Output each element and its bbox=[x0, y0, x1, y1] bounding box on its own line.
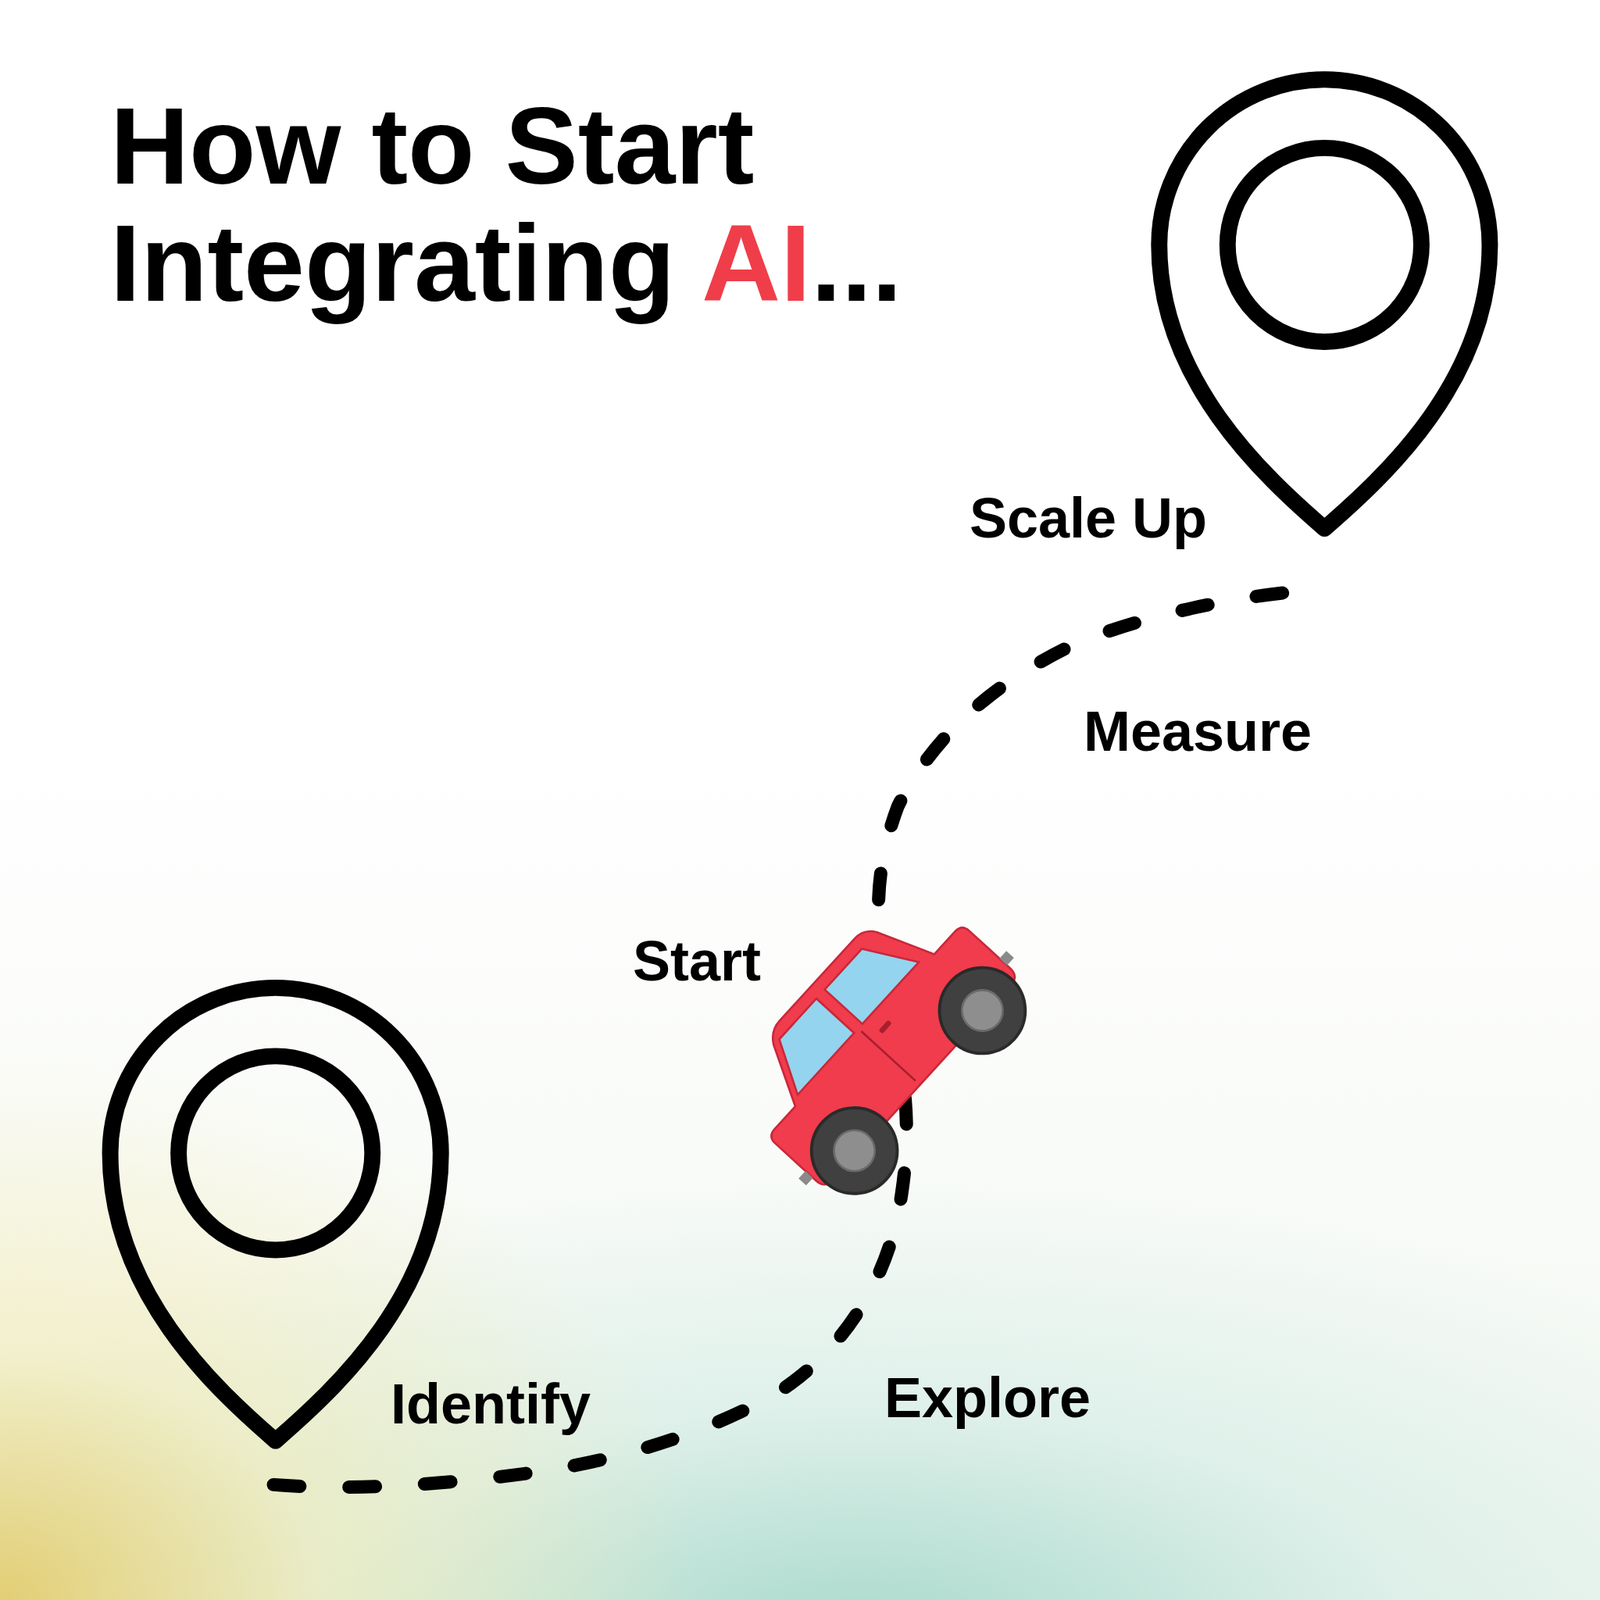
car-door bbox=[860, 1031, 915, 1081]
car-window bbox=[760, 998, 854, 1095]
car-wheel bbox=[793, 1089, 915, 1211]
step-label: Start bbox=[632, 929, 761, 993]
title: How to Start Integrating AI... bbox=[110, 87, 1009, 322]
car-handle bbox=[878, 1019, 893, 1034]
step-label: Explore bbox=[884, 1366, 1091, 1429]
car-bumper bbox=[999, 950, 1014, 965]
step-label: Identify bbox=[390, 1372, 591, 1436]
car-window bbox=[825, 928, 919, 1025]
start-pin-hole bbox=[178, 1056, 373, 1250]
car-bumper bbox=[798, 1171, 813, 1186]
car-hub bbox=[825, 1121, 884, 1180]
step-label: Measure bbox=[1083, 700, 1312, 763]
step-label: Scale Up bbox=[969, 486, 1208, 550]
car-hub bbox=[953, 982, 1012, 1040]
car bbox=[709, 869, 1055, 1223]
location-pins bbox=[110, 79, 1490, 1442]
end-pin-hole bbox=[1227, 147, 1422, 342]
car-wheel bbox=[921, 950, 1043, 1072]
dashed-road bbox=[273, 589, 1327, 1488]
end-pin bbox=[1159, 79, 1490, 529]
